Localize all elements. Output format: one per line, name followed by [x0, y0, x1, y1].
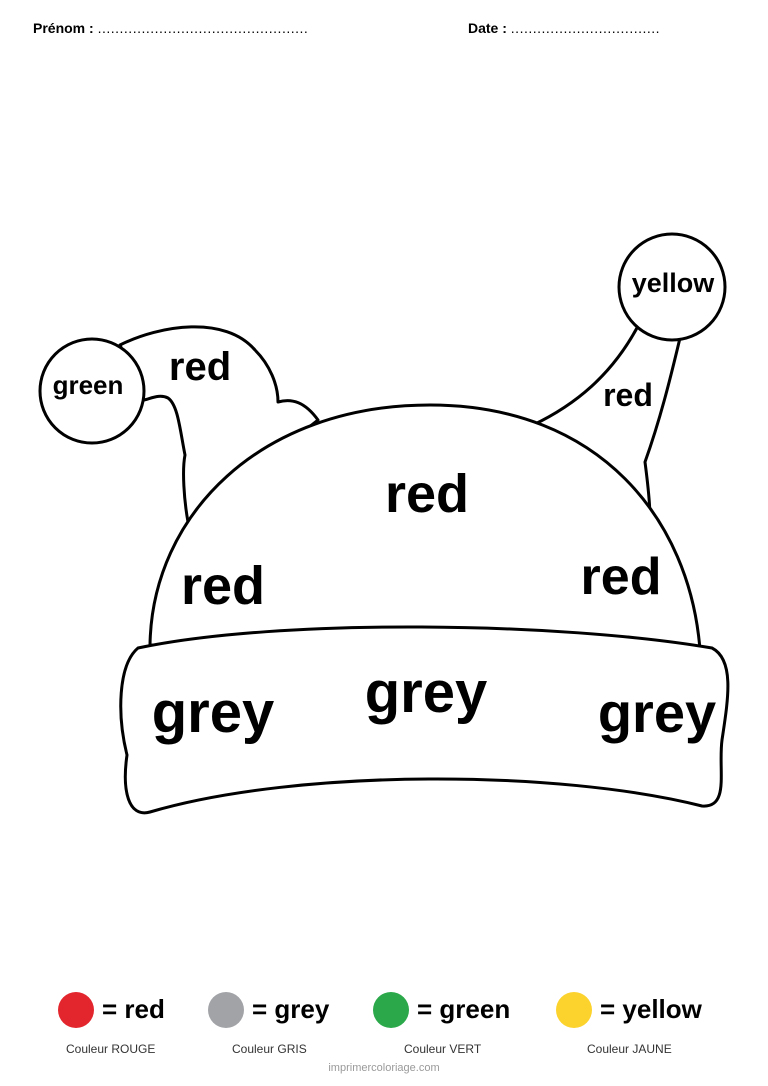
left-pompom-region[interactable] — [38, 337, 146, 445]
right-horn-region[interactable] — [531, 324, 682, 520]
label-dome-top: red — [385, 464, 469, 524]
legend-yellow-text: = yellow — [600, 994, 702, 1024]
legend-green-caption: Couleur VERT — [404, 1042, 482, 1056]
legend-grey-text: = grey — [252, 994, 330, 1024]
date-field: Date : .................................… — [468, 20, 660, 36]
legend-red-text: = red — [102, 994, 165, 1024]
brim-region[interactable] — [119, 625, 730, 815]
label-brim-center: grey — [365, 660, 488, 725]
label-pompom-left: green — [53, 370, 124, 400]
label-dome-right: red — [581, 548, 662, 606]
dome-region[interactable] — [148, 403, 702, 652]
red-circle-icon — [58, 992, 94, 1028]
site-footer: imprimercoloriage.com — [328, 1062, 440, 1074]
label-right-horn: red — [603, 377, 653, 413]
green-circle-icon — [373, 992, 409, 1028]
label-pompom-right: yellow — [632, 268, 716, 298]
label-brim-left: grey — [152, 680, 275, 745]
name-dots: ........................................… — [97, 20, 309, 36]
yellow-circle-icon — [556, 992, 592, 1028]
legend-green-text: = green — [417, 994, 511, 1024]
left-horn-region[interactable] — [118, 325, 320, 524]
label-brim-right: grey — [598, 681, 716, 744]
name-label: Prénom : — [33, 20, 94, 36]
date-label: Date : — [468, 20, 507, 36]
name-field: Prénom : ...............................… — [33, 20, 308, 36]
right-pompom-region[interactable] — [617, 232, 727, 342]
legend-yellow-caption: Couleur JAUNE — [587, 1042, 672, 1056]
label-dome-left: red — [181, 556, 265, 616]
label-left-horn: red — [169, 345, 231, 389]
legend-red-caption: Couleur ROUGE — [66, 1042, 156, 1056]
legend-grey-caption: Couleur GRIS — [232, 1042, 307, 1056]
grey-circle-icon — [208, 992, 244, 1028]
date-dots: .................................. — [510, 20, 661, 36]
